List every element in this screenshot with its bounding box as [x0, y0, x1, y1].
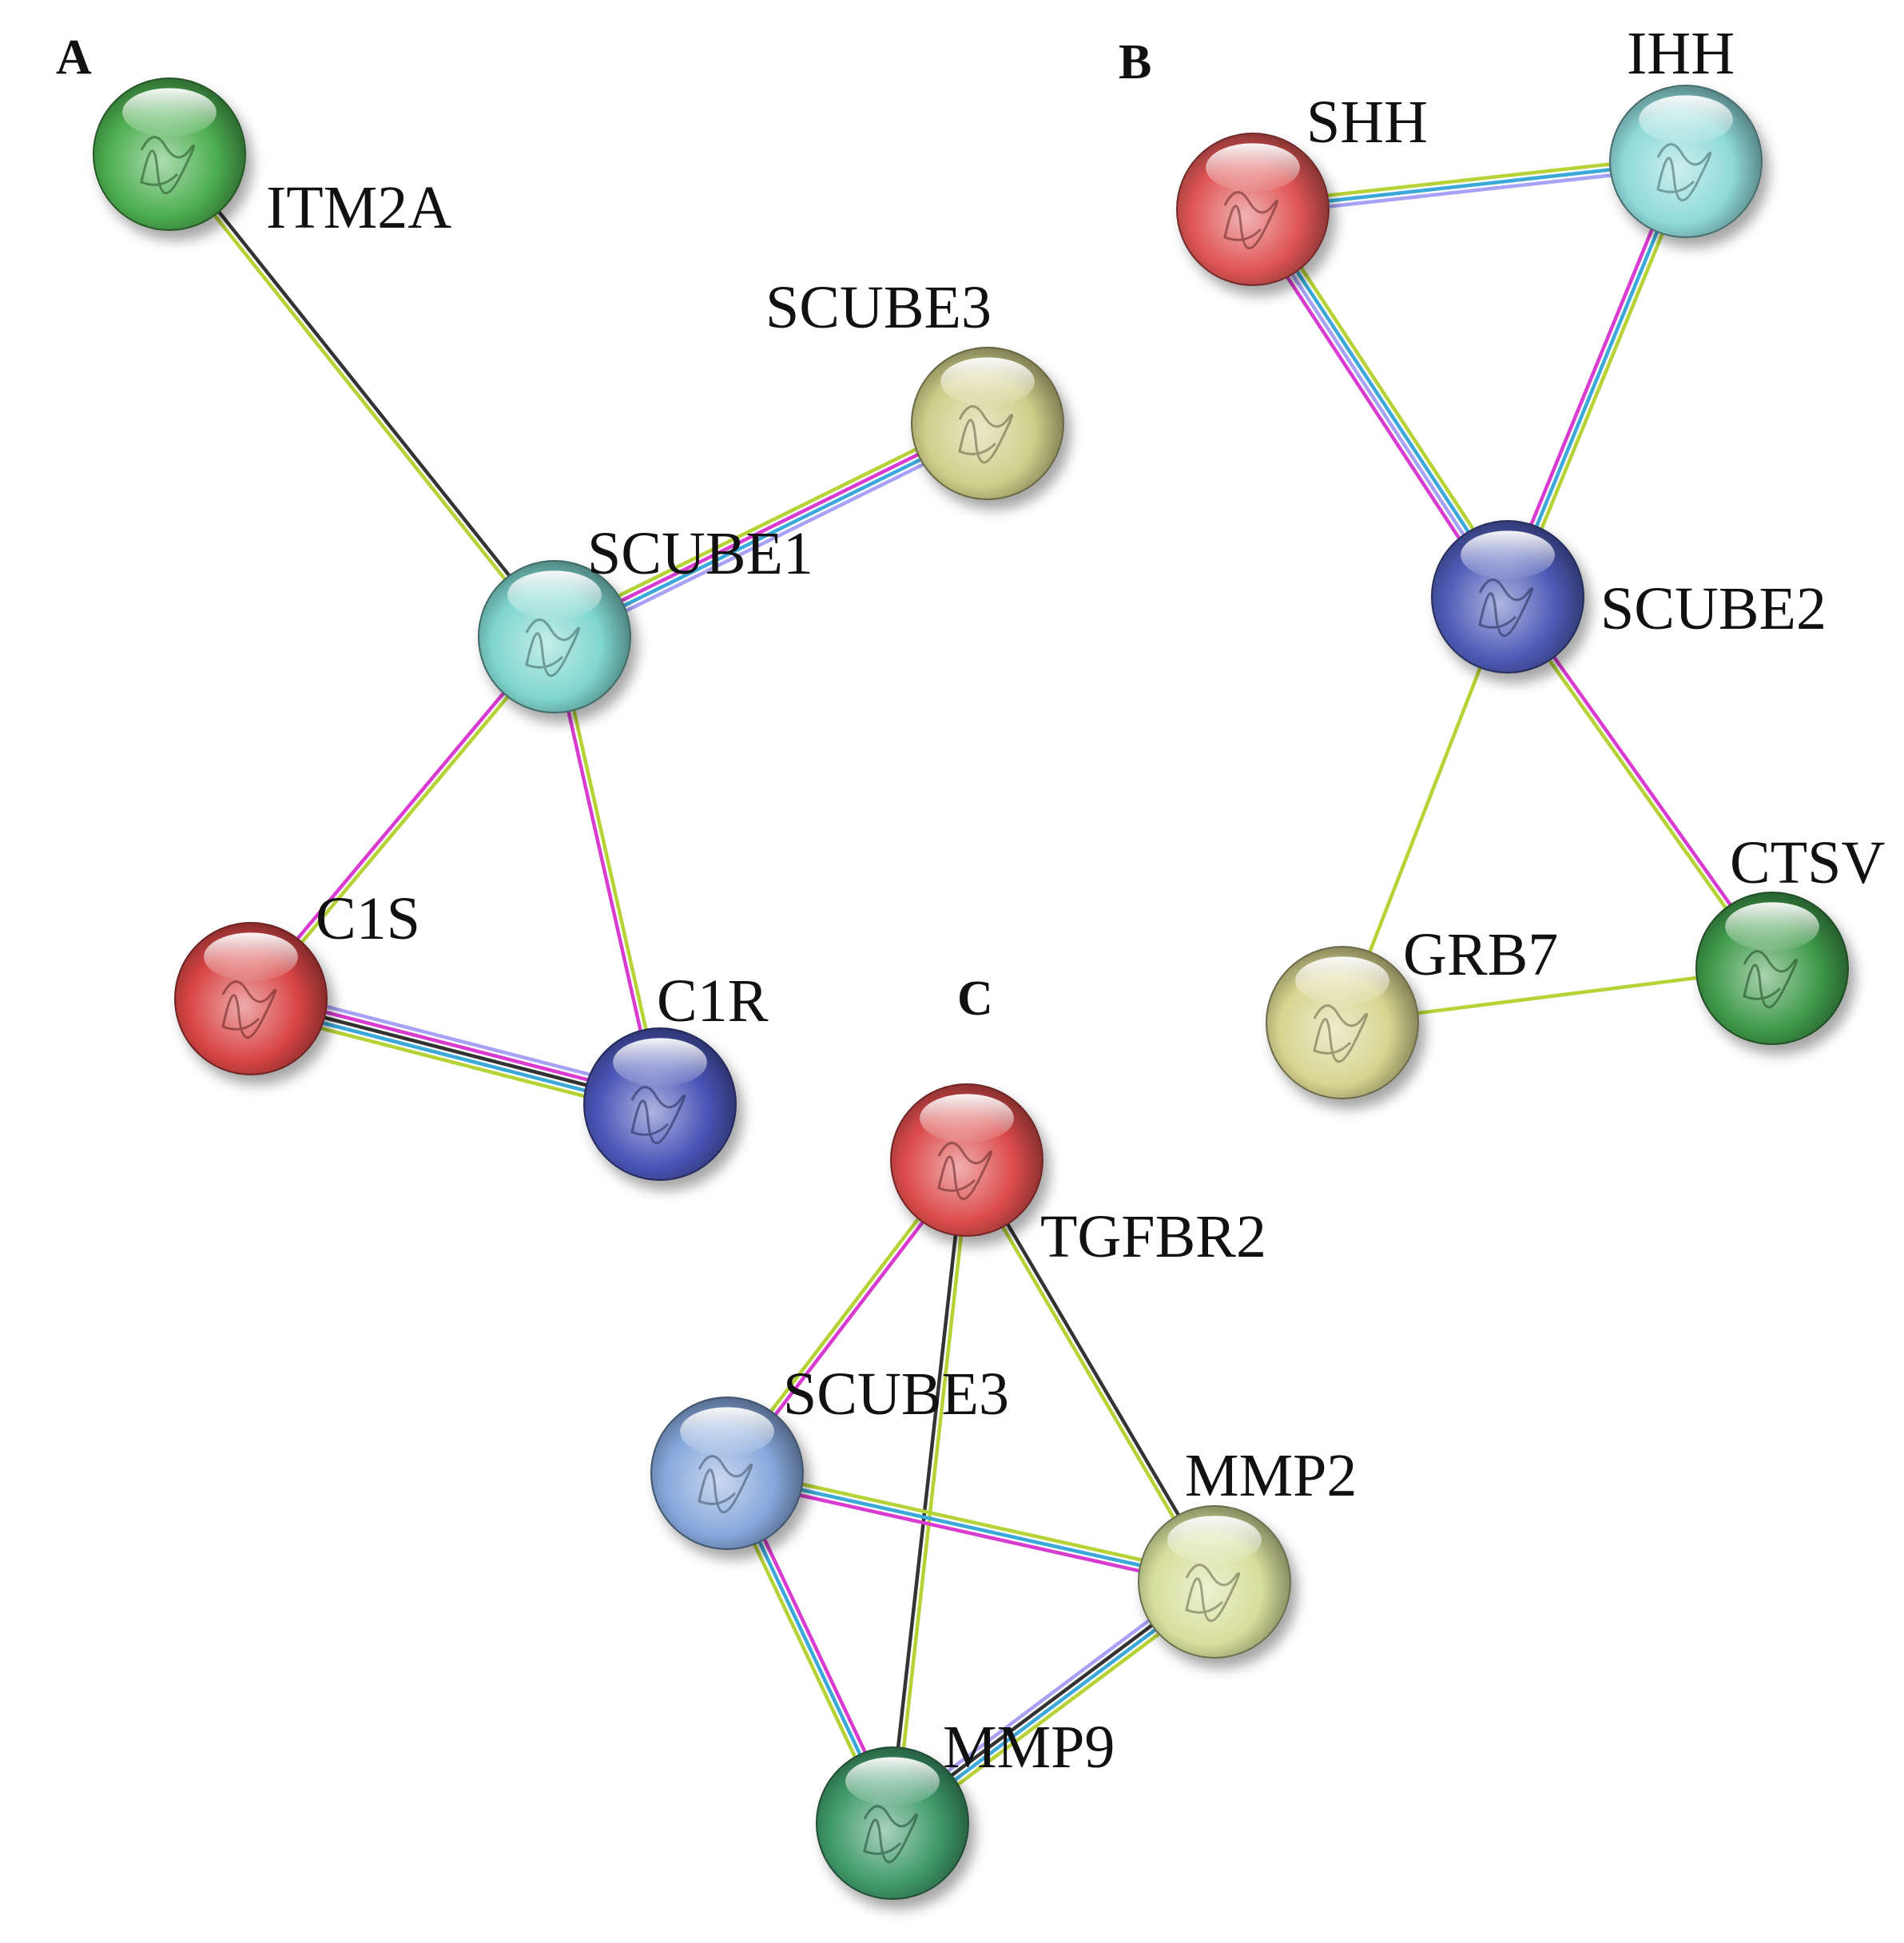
node-label-grb7: GRB7 — [1403, 921, 1558, 988]
node-label-scube1: SCUBE1 — [587, 520, 813, 587]
panel-letter-b: B — [1119, 35, 1151, 89]
evidence-line-yellowgreen — [555, 634, 665, 1106]
node-shh[interactable] — [1176, 133, 1330, 286]
node-highlight — [1167, 1516, 1262, 1565]
protein-structure-icon — [698, 1455, 753, 1514]
node-mmp2[interactable] — [1138, 1505, 1291, 1659]
protein-structure-icon — [630, 1086, 686, 1145]
evidence-line-magenta — [551, 419, 988, 637]
evidence-line-yellowgreen — [549, 414, 986, 631]
panel-letter-c: C — [957, 971, 993, 1026]
node-label-tgfbr2: TGFBR2 — [1040, 1203, 1266, 1270]
evidence-line-cyan — [1253, 205, 1512, 598]
evidence-line-black — [169, 150, 558, 638]
node-itm2a[interactable] — [93, 77, 246, 231]
evidence-line-yellowgreen — [893, 1158, 972, 1826]
protein-structure-icon — [958, 405, 1014, 464]
edge-tgfbr2-mmp2 — [962, 1156, 1219, 1586]
nodes-layer — [93, 77, 1849, 1900]
evidence-line-cyan — [554, 423, 991, 642]
node-highlight — [1461, 530, 1555, 580]
edge-scube1-c1r — [550, 634, 665, 1107]
node-label-ihh: IHH — [1627, 20, 1735, 87]
node-ctsv[interactable] — [1695, 892, 1849, 1045]
node-highlight — [940, 357, 1035, 407]
node-scube3c[interactable] — [650, 1397, 804, 1550]
evidence-line-magenta — [550, 635, 659, 1107]
node-highlight — [1206, 143, 1300, 193]
node-tgfbr2[interactable] — [890, 1083, 1043, 1237]
evidence-line-yellowgreen — [962, 1159, 1214, 1586]
evidence-line-black — [967, 1156, 1219, 1583]
edge-ihh-scube2 — [1501, 157, 1693, 601]
node-highlight — [122, 88, 217, 137]
node-scube3[interactable] — [911, 347, 1064, 500]
node-highlight — [680, 1407, 774, 1456]
node-label-mmp9: MMP9 — [943, 1714, 1115, 1781]
edge-tgfbr2-mmp9 — [888, 1158, 972, 1826]
evidence-line-yellowgreen — [1258, 202, 1517, 594]
node-grb7[interactable] — [1266, 946, 1419, 1099]
node-c1r[interactable] — [583, 1027, 737, 1181]
node-highlight — [1295, 956, 1389, 1006]
node-label-c1s: C1S — [316, 885, 420, 952]
node-highlight — [1639, 95, 1733, 145]
node-c1s[interactable] — [174, 922, 328, 1075]
evidence-line-black — [888, 1158, 966, 1825]
edge-itm2a-scube1 — [165, 150, 558, 641]
evidence-line-cyan — [725, 1471, 1217, 1584]
edge-scube1-scube3 — [549, 414, 993, 646]
node-label-scube3c: SCUBE3 — [783, 1361, 1009, 1428]
protein-structure-icon — [1478, 578, 1534, 638]
evidence-line-yellowgreen — [251, 636, 558, 1003]
protein-structure-icon — [1185, 1564, 1241, 1623]
protein-structure-icon — [937, 1142, 993, 1201]
node-label-shh: SHH — [1306, 89, 1428, 156]
evidence-line-yellowgreen — [726, 1465, 1218, 1579]
node-label-itm2a: ITM2A — [266, 174, 451, 241]
node-label-scube3: SCUBE3 — [765, 274, 992, 341]
node-label-scube2: SCUBE2 — [1600, 575, 1826, 642]
labels-layer: AITM2ASCUBE3SCUBE1C1SC1RBSHHIHHSCUBE2GRB… — [56, 20, 1885, 1781]
node-label-c1r: C1R — [657, 968, 769, 1035]
node-scube2[interactable] — [1431, 520, 1584, 673]
node-highlight — [613, 1038, 707, 1087]
evidence-line-lavender — [556, 429, 993, 646]
node-label-ctsv: CTSV — [1730, 829, 1885, 896]
edge-scube3c-mmp2 — [724, 1465, 1218, 1590]
evidence-line-yellowgreen — [165, 153, 555, 641]
node-highlight — [845, 1757, 940, 1806]
evidence-line-cyan — [1505, 159, 1688, 599]
evidence-line-magenta — [724, 1476, 1215, 1590]
evidence-line-magenta — [1501, 157, 1683, 597]
node-highlight — [920, 1094, 1014, 1143]
node-highlight — [1725, 902, 1819, 952]
protein-structure-icon — [1656, 143, 1712, 202]
evidence-line-lavender — [1248, 209, 1508, 601]
node-label-mmp2: MMP2 — [1185, 1442, 1357, 1509]
edge-scube1-c1s — [247, 633, 558, 1003]
node-ihh[interactable] — [1609, 85, 1763, 238]
protein-structure-icon — [1743, 950, 1799, 1009]
node-scube1[interactable] — [478, 560, 631, 713]
protein-structure-icon — [1313, 1004, 1369, 1063]
protein-structure-icon — [140, 136, 196, 195]
panel-letter-a: A — [56, 30, 92, 85]
node-highlight — [507, 570, 602, 620]
protein-structure-icon — [525, 618, 581, 677]
evidence-line-magenta — [247, 633, 555, 999]
evidence-line-yellowgreen — [1511, 161, 1693, 601]
protein-structure-icon — [863, 1805, 919, 1864]
edge-shh-scube2 — [1243, 202, 1517, 604]
node-mmp9[interactable] — [816, 1746, 969, 1900]
protein-structure-icon — [1223, 191, 1279, 250]
evidence-line-magenta — [1243, 212, 1503, 604]
protein-structure-icon — [221, 980, 277, 1039]
node-highlight — [204, 932, 298, 982]
